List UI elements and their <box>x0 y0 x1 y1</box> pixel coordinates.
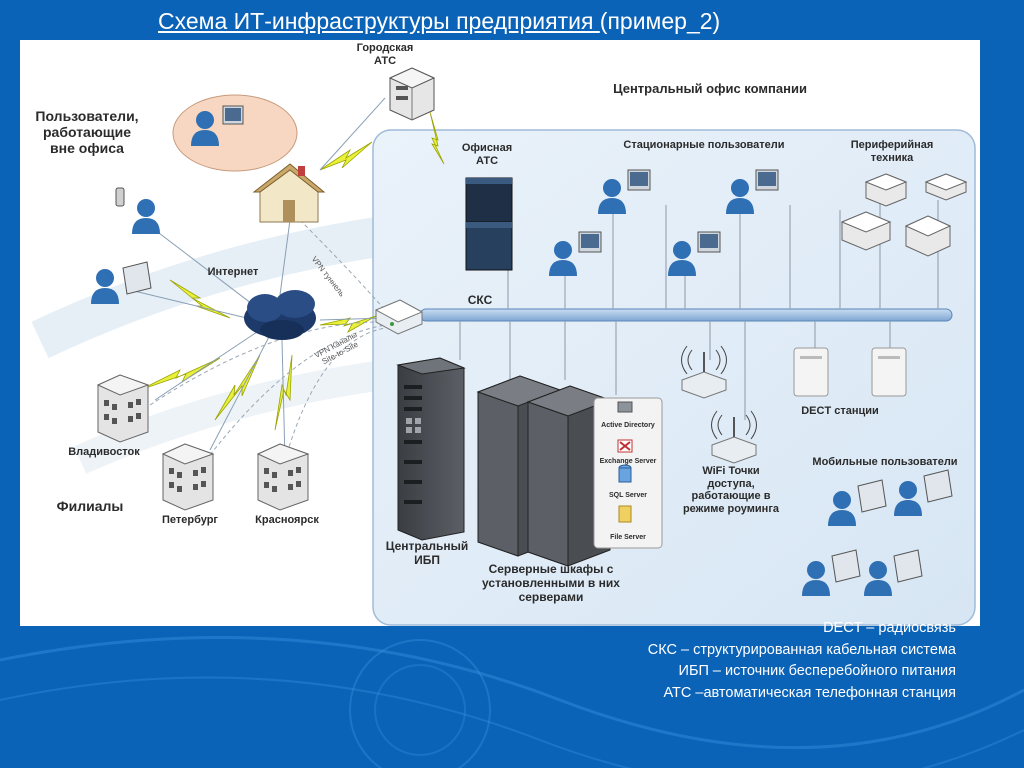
scs-drops <box>459 190 939 420</box>
user-figures <box>91 105 953 596</box>
label-peripherals: Периферийная техника <box>850 139 934 164</box>
internet-cloud-icon <box>244 290 316 340</box>
label-stationary-users: Стационарные пользователи <box>623 139 785 151</box>
user-icon <box>191 105 244 146</box>
diagram-graphics <box>31 67 976 626</box>
user-icon <box>668 231 721 276</box>
label-scs: СКС <box>467 293 493 307</box>
abbreviation-legend: DECT – радиосвязь СКС – структурированна… <box>560 618 956 704</box>
building-vladivostok-icon <box>96 374 150 443</box>
label-office-pbx: Офисная АТС <box>461 142 513 167</box>
office-pbx-icon <box>465 177 513 271</box>
label-vladivostok: Владивосток <box>68 446 140 458</box>
building-krasnoyarsk-icon <box>256 443 310 511</box>
building-peterburg-icon <box>161 443 215 511</box>
wifi-access-point-icon <box>711 410 757 464</box>
label-wifi: WiFi Точки доступа, работающие в режиме … <box>682 465 780 515</box>
slide-title: Схема ИТ-инфраструктуры предприятия (при… <box>158 8 720 35</box>
server-rack-right-icon <box>526 385 612 567</box>
scanner-icon <box>924 173 968 201</box>
label-srv-exchange: Exchange Server <box>599 458 657 465</box>
vpn-dashed <box>149 209 386 461</box>
city-pbx-icon <box>388 67 436 121</box>
server-role-icons <box>617 401 633 523</box>
user-icon <box>115 187 160 234</box>
dect-station-icon <box>793 347 829 397</box>
home-office-icon <box>252 163 326 223</box>
user-icon <box>864 549 923 596</box>
user-icon <box>598 169 651 214</box>
user-icon <box>91 261 152 304</box>
scs-bus <box>419 308 953 322</box>
ups-rack-icon <box>396 357 466 541</box>
legend-item: АТС –автоматическая телефонная станция <box>663 684 956 701</box>
user-icon <box>894 469 953 516</box>
label-mobile-users: Мобильные пользователи <box>812 456 958 468</box>
label-srv-ad: Active Directory <box>601 422 655 429</box>
user-icon <box>802 549 861 596</box>
user-icon <box>726 169 779 214</box>
network-links <box>129 74 426 461</box>
user-icon <box>549 231 602 276</box>
label-branches: Филиалы <box>56 498 124 514</box>
label-server-racks: Серверные шкафы с установленными в них с… <box>482 562 620 604</box>
it-infrastructure-diagram: Городская АТС Центральный офис компании … <box>20 40 980 626</box>
router-icon <box>374 299 424 335</box>
label-krasnoyarsk: Красноярск <box>255 514 319 526</box>
legend-item: ИБП – источник бесперебойного питания <box>678 663 956 679</box>
label-remote-users: Пользователи, работающие вне офиса <box>35 108 139 157</box>
label-internet: Интернет <box>207 266 259 278</box>
legend-item: DECT – радиосвязь <box>823 620 956 636</box>
fax-icon <box>904 215 952 257</box>
label-srv-sql: SQL Server <box>608 492 647 499</box>
legend-item: СКС – структурированная кабельная систем… <box>647 641 956 658</box>
printer-icon <box>840 211 892 251</box>
user-icon <box>828 479 887 526</box>
title-suffix: (пример_2) <box>599 8 721 34</box>
label-central-office: Центральный офис компании <box>613 81 807 96</box>
label-central-ups: Центральный ИБП <box>385 539 469 567</box>
printer-icon <box>864 173 908 207</box>
label-dect: DECT станции <box>801 405 879 417</box>
label-peterburg: Петербург <box>161 514 219 526</box>
title-main: Схема ИТ-инфраструктуры предприятия <box>158 8 600 34</box>
dect-station-icon <box>871 347 907 397</box>
label-city-pbx: Городская АТС <box>356 42 414 67</box>
wifi-access-point-icon <box>681 345 727 399</box>
label-srv-file: File Server <box>610 534 646 541</box>
